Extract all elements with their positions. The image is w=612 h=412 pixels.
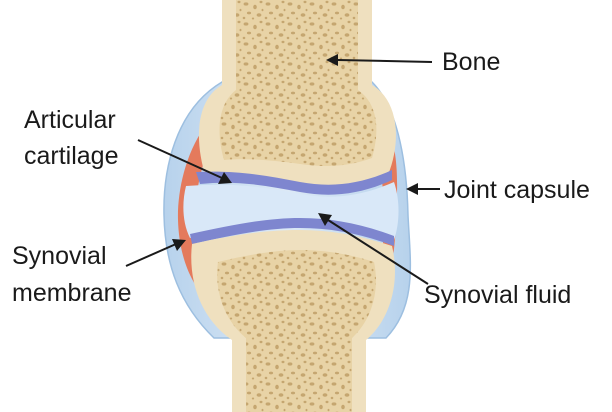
label-synovial-membrane-line2: membrane [12, 279, 132, 307]
label-synovial-fluid: Synovial fluid [424, 281, 571, 309]
label-articular-cartilage-line1: Articular [24, 106, 116, 134]
label-articular-cartilage-line2: cartilage [24, 142, 119, 170]
label-joint-capsule: Joint capsule [444, 176, 590, 204]
label-synovial-membrane-line1: Synovial [12, 242, 107, 270]
upper-bone-pores [220, 0, 377, 166]
label-bone: Bone [442, 48, 500, 76]
leader-joint-capsule [406, 183, 440, 195]
